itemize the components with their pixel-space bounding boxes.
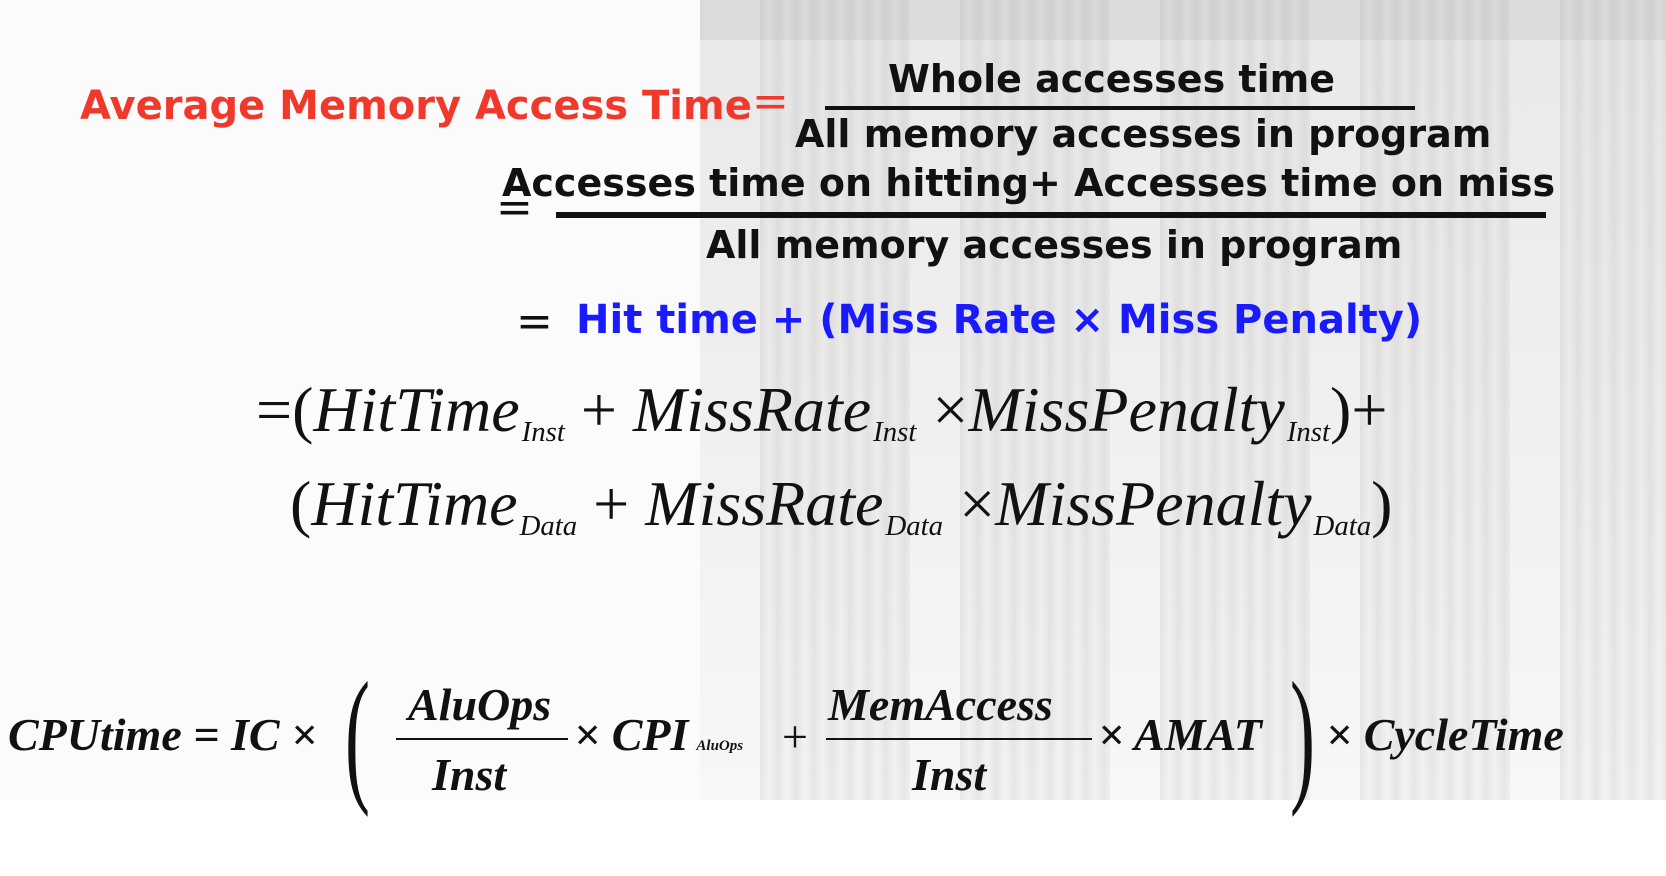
cpu-frac-a-bar <box>396 738 568 740</box>
background-entablature <box>700 0 1666 40</box>
cpu-frac-a-denominator: Inst <box>432 749 507 800</box>
cpu-frac-a-numerator: AluOps <box>408 679 552 730</box>
background-column <box>1560 0 1666 810</box>
eq4-row1-hittime-sub: Inst <box>521 416 565 449</box>
eq4-row2-missrate: MissRate <box>645 468 884 539</box>
background-column <box>1360 0 1510 810</box>
cpu-amat: × AMAT <box>1098 709 1262 760</box>
eq4-row2-misspenalty-sub: Data <box>1313 510 1372 543</box>
background-column <box>1160 0 1310 810</box>
eq4-row2-misspenalty: MissPenalty <box>995 468 1312 539</box>
eq4-row1-times: × <box>932 374 969 445</box>
line3-expression: Hit time + (Miss Rate × Miss Penalty) <box>576 297 1423 343</box>
frac1-numerator: Whole accesses time <box>888 57 1335 101</box>
eq4-row2: (HitTimeData + MissRateData ×MissPenalty… <box>290 472 1392 541</box>
eq4-row2-lead: ( <box>290 468 312 539</box>
eq4-row2-plus: + <box>593 468 630 539</box>
frac2-bar <box>556 212 1546 218</box>
eq4-row1: =(HitTimeInst + MissRateInst ×MissPenalt… <box>256 378 1387 447</box>
eq4-row1-hittime: HitTime <box>313 374 520 445</box>
background-column <box>760 0 910 810</box>
cpu-frac-b-bar <box>826 738 1092 740</box>
frac2-numerator: Accesses time on hitting+ Accesses time … <box>502 161 1556 205</box>
cpu-frac-b-denominator: Inst <box>912 749 987 800</box>
background-column <box>960 0 1110 810</box>
frac2-equals-sign: = <box>496 182 533 233</box>
frac1-denominator: All memory accesses in program <box>795 112 1492 156</box>
cpu-cpi-subscript: AluOps <box>696 738 744 754</box>
amat-equals-sign: = <box>752 76 789 127</box>
eq4-row1-misspenalty: MissPenalty <box>968 374 1285 445</box>
eq4-row2-missrate-sub: Data <box>885 510 944 543</box>
cpu-plus: + <box>782 711 808 762</box>
eq4-row2-times: × <box>959 468 996 539</box>
line3-equals-sign: = <box>516 296 553 347</box>
cpu-right-paren: ) <box>1290 652 1315 818</box>
cpu-tail: × CycleTime <box>1326 709 1564 760</box>
eq4-row1-plus: + <box>580 374 617 445</box>
cpu-cpi-text: × CPI <box>574 709 689 760</box>
eq4-row1-lead: =( <box>256 374 314 445</box>
frac1-bar <box>825 106 1415 110</box>
eq4-row2-hittime-sub: Data <box>519 510 578 543</box>
cpu-frac-b-numerator: MemAccess <box>828 679 1053 730</box>
eq4-row2-tail: ) <box>1371 468 1393 539</box>
eq4-row1-misspenalty-sub: Inst <box>1286 416 1331 449</box>
cpu-left-paren: ( <box>345 652 370 818</box>
amat-label: Average Memory Access Time <box>80 83 752 129</box>
frac2-denominator: All memory accesses in program <box>706 223 1403 267</box>
eq4-row1-missrate-sub: Inst <box>873 416 917 449</box>
eq4-row2-hittime: HitTime <box>311 468 518 539</box>
background-ground <box>0 800 1666 876</box>
cpu-lhs: CPUtime = IC × <box>8 709 318 760</box>
cpu-cpi: × CPI AluOps <box>574 712 743 758</box>
eq4-row1-missrate: MissRate <box>632 374 872 445</box>
eq4-row1-tail: )+ <box>1330 374 1388 445</box>
background-temple-image <box>700 0 1666 876</box>
